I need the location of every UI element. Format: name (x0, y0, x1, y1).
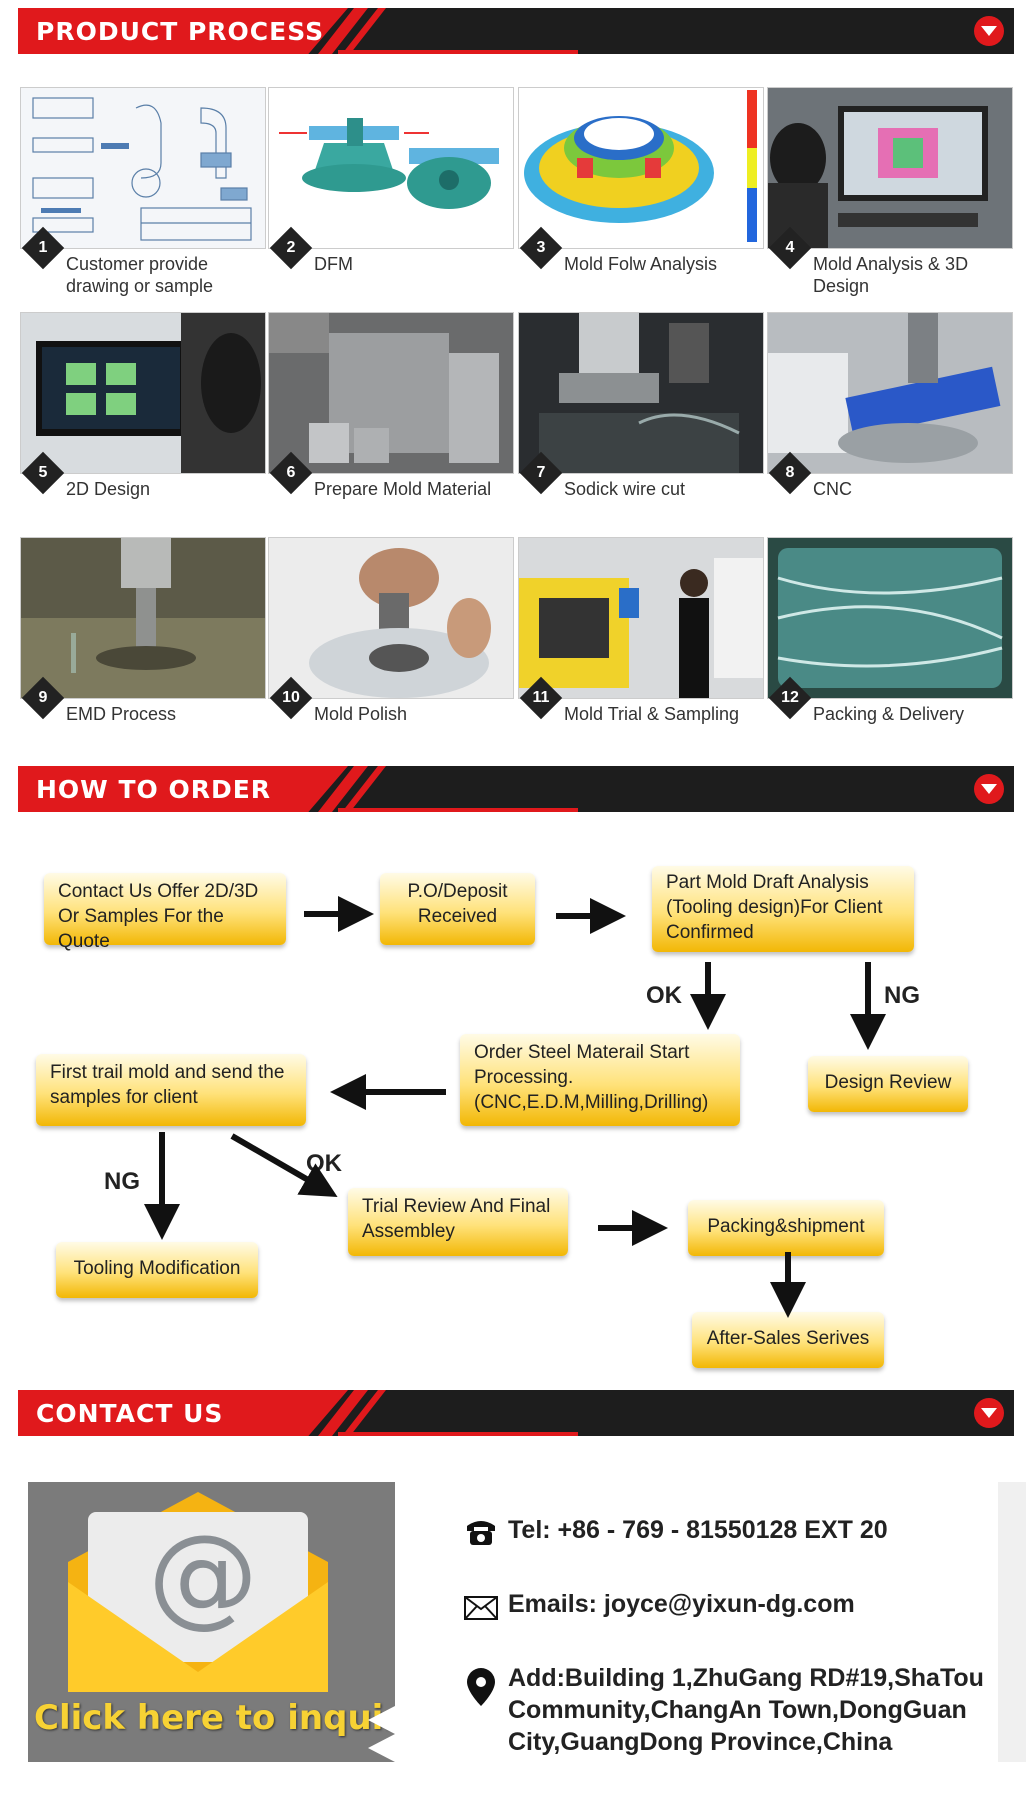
flow-tooling-modification: Tooling Modification (56, 1242, 258, 1298)
step-label: Customer provide drawing or sample (66, 254, 214, 296)
contact-info: Tel: +86 - 769 - 81550128 EXT 20 Emails:… (458, 1482, 998, 1762)
process-step-2: 2 DFM (268, 87, 514, 274)
step-label: Sodick wire cut (564, 479, 686, 499)
flow-trial-review: Trial Review And Final Assembley (348, 1188, 568, 1256)
step-label: EMD Process (66, 704, 177, 724)
banner-red-line (338, 50, 578, 54)
process-step-8: 8 CNC (767, 312, 1013, 499)
step-label: DFM (314, 254, 353, 274)
step-photo-cnc (767, 312, 1013, 474)
section-title: CONTACT US (36, 1399, 224, 1428)
flow-packing-shipment: Packing&shipment (688, 1200, 884, 1256)
step-photo-wire-cut (518, 312, 764, 474)
step-label: Mold Trial & Sampling (564, 704, 740, 724)
step-photo-mold-polish (268, 537, 514, 699)
banner-red-line (338, 808, 578, 812)
process-step-11: 11 Mold Trial & Sampling (518, 537, 764, 724)
step-photo-flow-analysis (518, 87, 764, 249)
location-pin-icon (466, 1668, 496, 1706)
email-icon (464, 1596, 498, 1620)
step-number: 2 (286, 239, 296, 256)
flow-label-ok: OK (646, 982, 682, 1009)
section-banner-how-to-order: HOW TO ORDER (18, 766, 1014, 812)
step-label: CNC (813, 479, 852, 499)
step-number: 10 (282, 689, 300, 706)
step-label: 2D Design (66, 479, 151, 499)
step-label: Mold Analysis & 3D Design (813, 254, 969, 296)
process-step-12: 12 Packing & Delivery (767, 537, 1013, 724)
flow-arrows (144, 896, 886, 1318)
company-logo-icon (974, 774, 1004, 804)
process-step-5: 5 2D Design (20, 312, 266, 499)
flow-deposit: P.O/Deposit Received (380, 873, 535, 945)
step-photo-mold-material (268, 312, 514, 474)
section-banner-product-process: PRODUCT PROCESS (18, 8, 1014, 54)
process-step-9: 9 EMD Process (20, 537, 266, 724)
banner-red-block (18, 8, 348, 54)
flow-first-trail: First trail mold and send the samples fo… (36, 1054, 306, 1126)
banner-red-block (18, 766, 348, 812)
step-photo-2d-design (20, 312, 266, 474)
process-step-10: 10 Mold Polish (268, 537, 514, 724)
step-label: Mold Polish (314, 704, 408, 724)
contact-tel: Tel: +86 - 769 - 81550128 EXT 20 (508, 1516, 888, 1544)
inquiry-link[interactable]: Click here to inquiry (34, 1698, 423, 1738)
step-photo-3d-design (767, 87, 1013, 249)
banner-red-block (18, 1390, 348, 1436)
contact-card: @ Click here to inquiry Tel: +86 - 769 -… (28, 1482, 1026, 1762)
section-title: HOW TO ORDER (36, 775, 272, 804)
step-number: 1 (38, 239, 48, 256)
step-number: 6 (286, 464, 296, 481)
step-number: 4 (785, 239, 795, 256)
inquiry-panel[interactable]: @ Click here to inquiry (28, 1482, 422, 1762)
process-step-6: 6 Prepare Mold Material (268, 312, 514, 499)
flow-label-ng: NG (104, 1168, 140, 1195)
contact-address: Add:Building 1,ZhuGang RD#19,ShaTou Comm… (508, 1664, 984, 1756)
process-step-1: 1 Customer provide drawing or sample (20, 87, 266, 296)
flow-label-ng: NG (884, 982, 920, 1009)
company-logo-icon (974, 16, 1004, 46)
contact-email: Emails: joyce@yixun-dg.com (508, 1590, 855, 1618)
step-number: 12 (781, 689, 799, 706)
flow-design-review: Design Review (808, 1056, 968, 1112)
envelope-icon (68, 1492, 328, 1692)
step-label: Mold Folw Analysis (564, 254, 718, 274)
section-title: PRODUCT PROCESS (36, 17, 325, 46)
step-photo-mold-trial (518, 537, 764, 699)
step-photo-packing (767, 537, 1013, 699)
step-number: 9 (38, 689, 48, 706)
flow-contact-quote: Contact Us Offer 2D/3D Or Samples For th… (44, 873, 286, 952)
step-photo-drawing (20, 87, 266, 249)
step-photo-edm (20, 537, 266, 699)
step-number: 5 (38, 464, 48, 481)
step-number: 11 (532, 689, 550, 706)
process-step-7: 7 Sodick wire cut (518, 312, 764, 499)
phone-icon (464, 1518, 498, 1548)
flow-after-sales: After-Sales Serives (692, 1312, 884, 1368)
banner-red-line (338, 1432, 578, 1436)
step-photo-dfm (268, 87, 514, 249)
at-symbol-icon: @ (148, 1511, 258, 1639)
process-step-3: 3 Mold Folw Analysis (518, 87, 764, 274)
step-label: Prepare Mold Material (314, 479, 492, 499)
step-label: Packing & Delivery (813, 704, 965, 724)
step-number: 7 (536, 464, 546, 481)
step-number: 3 (536, 239, 546, 256)
section-banner-contact-us: CONTACT US (18, 1390, 1014, 1436)
step-number: 8 (785, 464, 795, 481)
flow-order-steel: Order Steel Materail Start Processing.(C… (460, 1034, 740, 1126)
flow-draft-analysis: Part Mold Draft Analysis (Tooling design… (652, 866, 914, 952)
company-logo-icon (974, 1398, 1004, 1428)
process-step-4: 4 Mold Analysis & 3D Design (767, 87, 1013, 296)
